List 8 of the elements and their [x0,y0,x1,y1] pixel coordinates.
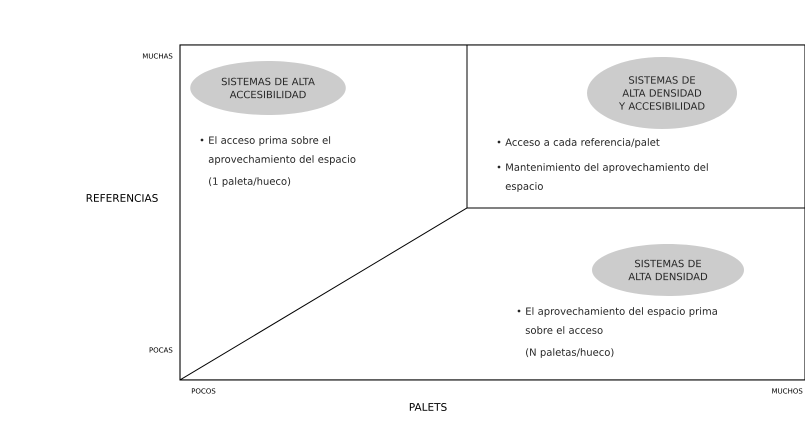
bullet-text: El aprovechamiento del espacio prima sobre el acceso [518,307,717,334]
axis-title: PALETS [410,403,447,411]
bullet-text: Acceso a cada referencia/palet [498,138,660,148]
note-text: (1 paleta/hueco) [209,177,290,187]
bullet-text: El acceso prima sobre el aprovechamiento del espacio [200,136,356,165]
bullet-text: Mantenimiento del aprovechamiento del espacio [498,163,708,192]
note-text: (N paletas/hueco) [526,348,614,358]
axis-title: REFERENCIAS [86,194,158,202]
